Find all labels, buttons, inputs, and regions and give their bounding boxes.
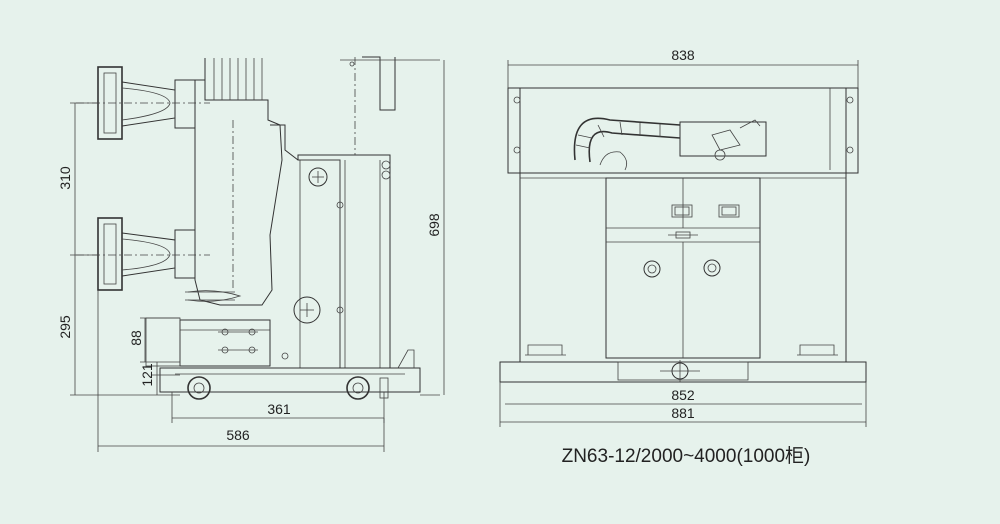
front-dimension-lines — [499, 60, 867, 427]
dim-838: 838 — [671, 47, 695, 63]
dim-295: 295 — [57, 315, 73, 339]
dim-586: 586 — [226, 427, 250, 443]
dim-88: 88 — [128, 330, 144, 346]
chassis — [145, 317, 421, 400]
model-caption: ZN63-12/2000~4000(1000柜) — [562, 445, 811, 467]
side-view — [70, 56, 445, 452]
front-base — [499, 344, 867, 383]
dim-698: 698 — [426, 213, 442, 237]
pole-body — [185, 58, 283, 306]
dim-361: 361 — [267, 401, 291, 417]
side-dimension-lines — [70, 60, 445, 452]
dim-852: 852 — [671, 387, 695, 403]
dim-121: 121 — [139, 363, 155, 387]
mechanism-housing — [270, 56, 440, 369]
front-view — [499, 60, 867, 427]
dim-310: 310 — [57, 166, 73, 190]
front-panel — [605, 177, 761, 359]
front-frame — [507, 87, 859, 362]
lower-contact-arm — [76, 217, 210, 291]
front-mechanism-top — [573, 117, 767, 171]
dim-881: 881 — [671, 405, 695, 421]
